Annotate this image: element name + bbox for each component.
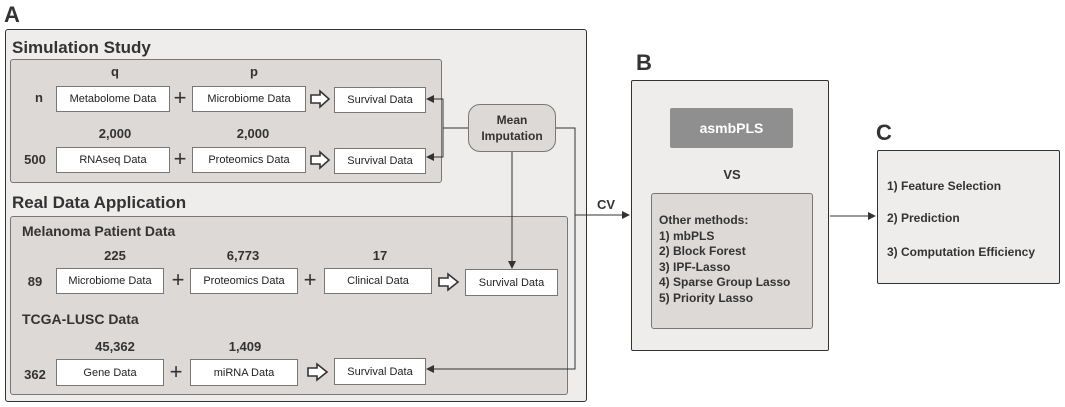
block-arrow-icon xyxy=(438,272,460,292)
connector-line xyxy=(426,128,444,161)
plus-symbol: + xyxy=(171,267,185,292)
metabolome-data-block: Metabolome Data xyxy=(56,86,170,112)
survival-data-block: Survival Data xyxy=(465,269,558,296)
other-methods-title: Other methods: xyxy=(659,213,749,227)
other-methods-box: Other methods: 1) mbPLS 2) Block Forest … xyxy=(651,193,813,329)
block-arrow-icon xyxy=(310,89,331,109)
proteomics-data-block: Proteomics Data xyxy=(190,268,298,294)
plus-symbol: + xyxy=(303,267,317,292)
real-data-application-title: Real Data Application xyxy=(12,193,187,212)
simulation-row1-n: n xyxy=(35,90,43,105)
survival-data-block: Survival Data xyxy=(334,87,426,113)
mean-imputation-node: Mean Imputation xyxy=(468,104,556,152)
simulation-row2-n: 500 xyxy=(24,152,46,167)
mean-imputation-line2: Imputation xyxy=(481,129,543,143)
survival-data-block: Survival Data xyxy=(334,358,426,385)
other-method-item: 5) Priority Lasso xyxy=(659,290,754,305)
microbiome-data-block: Microbiome Data xyxy=(56,268,164,294)
plus-symbol: + xyxy=(173,85,187,110)
clinical-data-block: Clinical Data xyxy=(324,268,432,294)
tcga-header2: 1,409 xyxy=(228,339,262,354)
vs-label: VS xyxy=(723,167,741,182)
panel-label-b: B xyxy=(636,50,652,75)
panel-label-a: A xyxy=(4,2,20,27)
mean-imputation-line1: Mean xyxy=(496,112,528,127)
other-method-item: 3) IPF-Lasso xyxy=(659,259,731,274)
mirna-data-block: miRNA Data xyxy=(190,359,298,386)
simulation-row1-header1: q xyxy=(111,64,119,79)
melanoma-header1: 225 xyxy=(104,248,126,263)
rnaseq-data-block: RNAseq Data xyxy=(56,147,170,173)
melanoma-title: Melanoma Patient Data xyxy=(22,223,176,239)
microbiome-data-block: Microbiome Data xyxy=(192,86,306,112)
cv-label: CV xyxy=(597,197,616,212)
other-method-item: 2) Block Forest xyxy=(659,244,746,258)
survival-data-block: Survival Data xyxy=(334,148,426,174)
simulation-row2-header2: 2,000 xyxy=(236,126,270,141)
other-method-item: 4) Sparse Group Lasso xyxy=(659,275,791,289)
melanoma-header2: 6,773 xyxy=(226,248,260,263)
tcga-title: TCGA-LUSC Data xyxy=(22,311,139,327)
proteomics-data-block: Proteomics Data xyxy=(192,147,306,173)
simulation-study-title: Simulation Study xyxy=(12,38,151,57)
connector-line xyxy=(426,95,468,129)
melanoma-n: 89 xyxy=(27,274,43,289)
criteria-item: 2) Prediction xyxy=(887,211,960,225)
simulation-row2-header1: 2,000 xyxy=(98,126,132,141)
panel-c: 1) Feature Selection 2) Prediction 3) Co… xyxy=(877,150,1060,284)
other-method-item: 1) mbPLS xyxy=(659,228,715,243)
gene-data-block: Gene Data xyxy=(56,359,164,386)
criteria-item: 1) Feature Selection xyxy=(887,179,1002,193)
simulation-row1-header2: p xyxy=(250,64,258,79)
tcga-header1: 45,362 xyxy=(95,339,135,354)
plus-symbol: + xyxy=(169,359,183,384)
connector-line xyxy=(426,127,576,373)
panel-label-c: C xyxy=(876,120,892,145)
melanoma-header3: 17 xyxy=(372,248,388,263)
block-arrow-icon xyxy=(307,362,329,382)
asmbpls-box: asmbPLS xyxy=(670,108,793,148)
criteria-item: 3) Computation Efficiency xyxy=(887,245,1036,259)
plus-symbol: + xyxy=(173,146,187,171)
block-arrow-icon xyxy=(310,150,331,170)
tcga-n: 362 xyxy=(24,367,46,382)
